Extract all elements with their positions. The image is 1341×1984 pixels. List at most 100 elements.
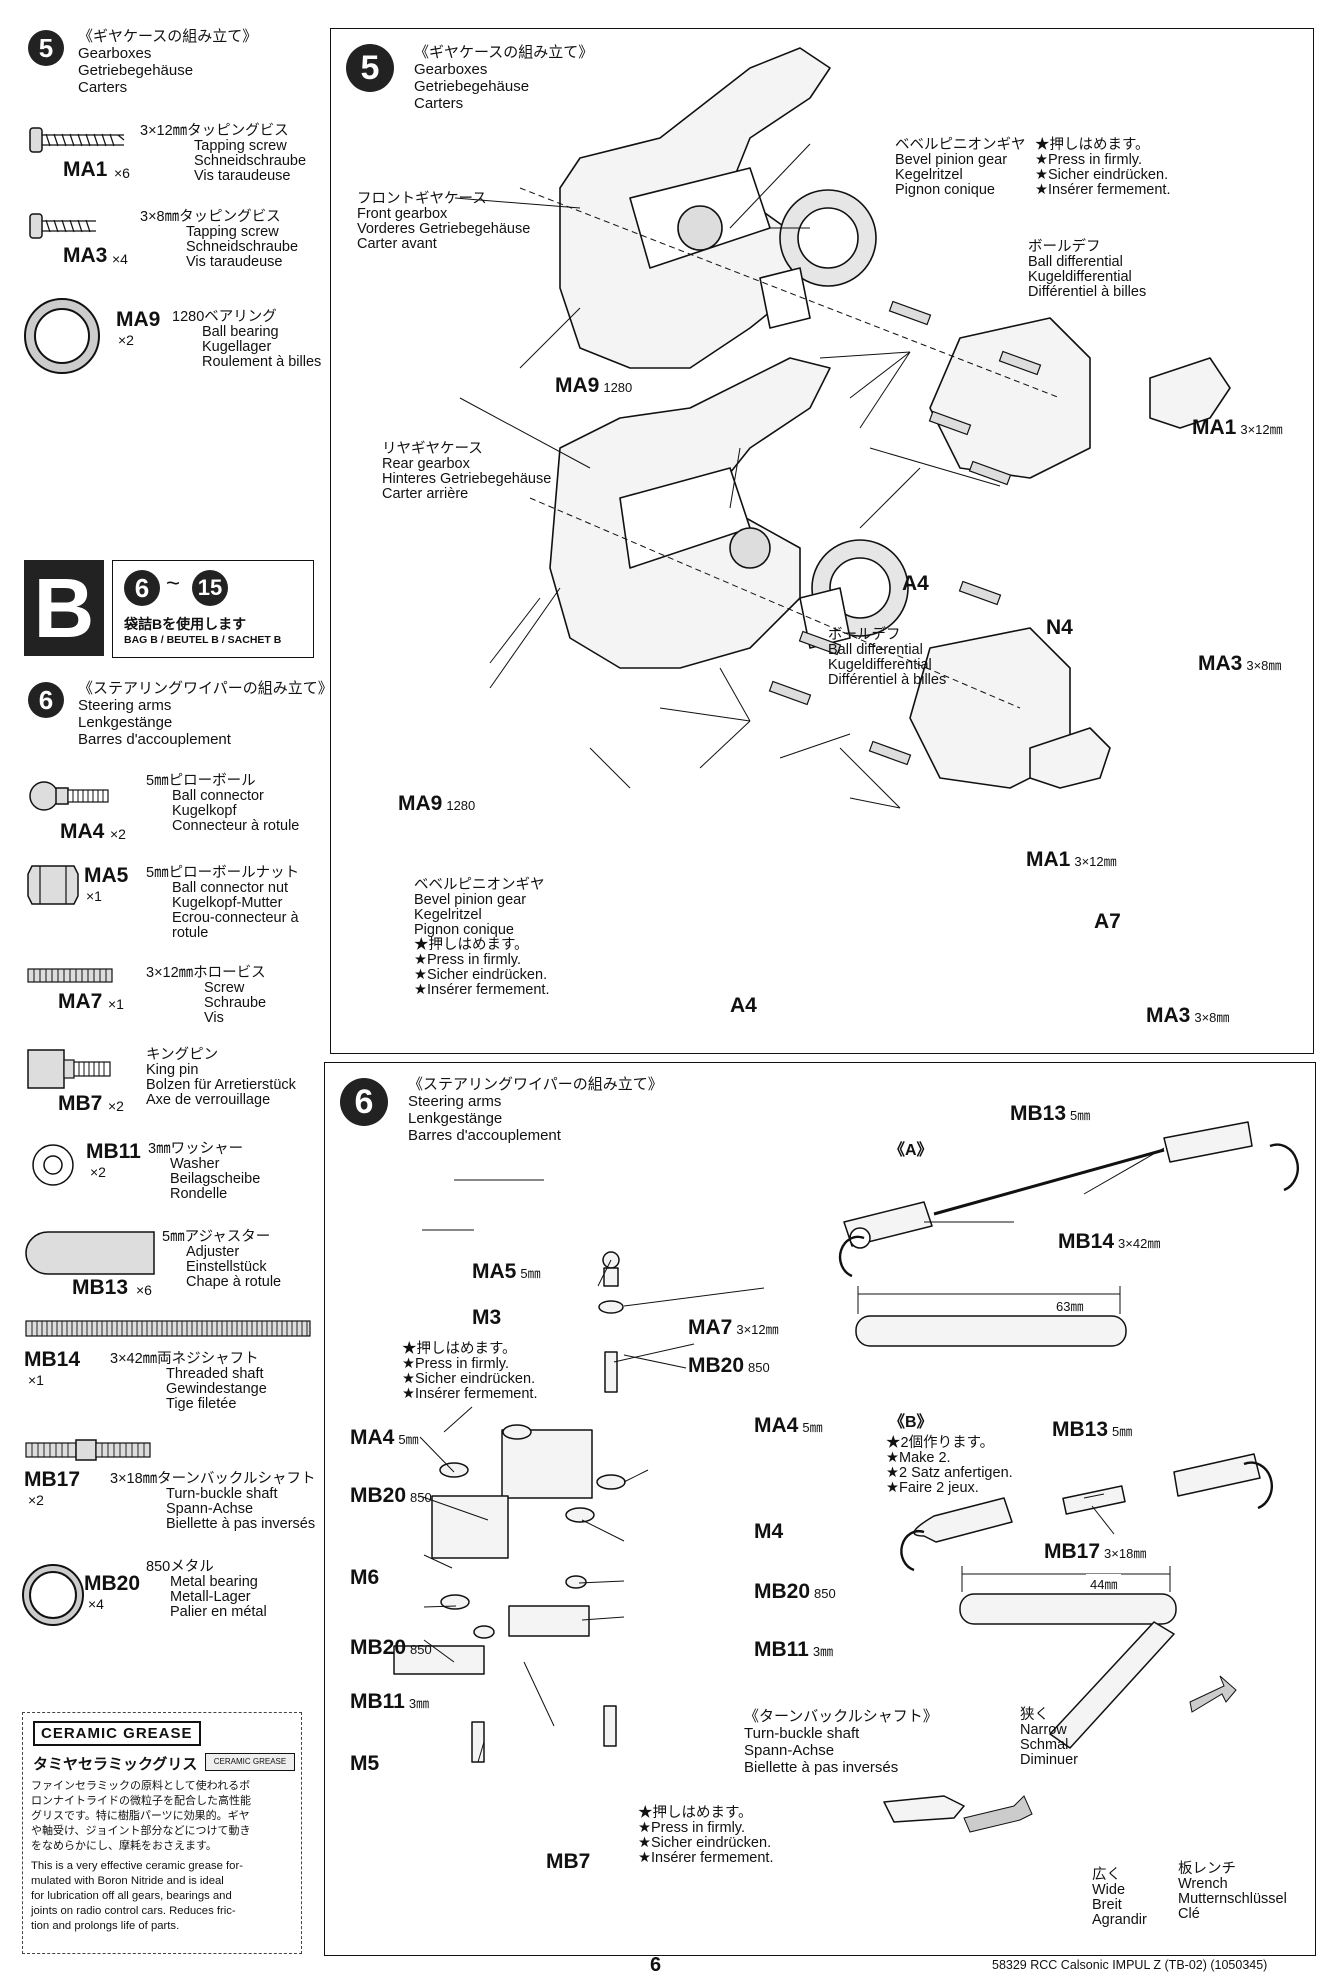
label-m5: M5 xyxy=(350,1752,380,1775)
label-m4: M4 xyxy=(754,1520,784,1543)
gearbox-assembly-diagram xyxy=(454,47,1231,809)
step-5-title: 《ギヤケースの組み立て》 Gearboxes Getriebegehäuse C… xyxy=(78,28,258,96)
label-m6: M6 xyxy=(350,1566,380,1589)
metal-bearing-icon xyxy=(22,1564,84,1626)
bag-letter: B xyxy=(24,560,104,656)
label-n4: N4 xyxy=(1046,616,1073,639)
document-code: 58329 RCC Calsonic IMPUL Z (TB-02) (1050… xyxy=(992,1958,1268,1972)
press-in-top-note: ★押しはめます。 ★Press in firmly. ★Sicher eindr… xyxy=(1035,137,1171,198)
grease-desc-en: This is a very effective ceramic grease … xyxy=(31,1860,243,1932)
step-5-badge: 5 xyxy=(28,30,64,66)
grease-name-jp: タミヤセラミックグリス xyxy=(33,1756,198,1773)
part-qty-ma9: ×2 xyxy=(118,332,134,348)
part-desc-ma4: 5㎜ピローボール Ball connector Kugelkopf Connec… xyxy=(146,773,300,834)
ball-diff-top-label: ボールデフ Ball differential Kugeldifferentia… xyxy=(1028,239,1147,300)
part-code-ma3: MA3 xyxy=(63,244,108,267)
label-m3: M3 xyxy=(472,1306,502,1329)
label-a4-top: A4 xyxy=(902,572,929,595)
bag-range-start: 6 xyxy=(124,570,160,606)
dim-63mm: 63㎜ xyxy=(1052,1296,1088,1315)
front-gearbox-label: フロントギヤケース Front gearbox Vorderes Getrieb… xyxy=(357,191,531,252)
part-code-ma7: MA7 xyxy=(58,990,103,1013)
part-qty-mb14: ×1 xyxy=(28,1372,44,1388)
bevel-pinion-top-label: ベベルピニオンギヤ Bevel pinion gear Kegelritzel … xyxy=(895,137,1026,198)
bag-range-sep: ~ xyxy=(166,570,181,597)
part-desc-mb14: 3×42㎜両ネジシャフト Threaded shaft Gewindestang… xyxy=(110,1351,267,1412)
part-desc-ma7: 3×12㎜ホロービス Screw Schraube Vis xyxy=(146,965,267,1026)
step-5-panel-badge: 5 xyxy=(346,44,394,92)
part-qty-ma4: ×2 xyxy=(110,826,126,842)
press-in-mid-note: ★押しはめます。 ★Press in firmly. ★Sicher eindr… xyxy=(402,1341,538,1402)
ceramic-grease-logo: CERAMIC GREASE xyxy=(33,1721,201,1746)
bag-info-box xyxy=(112,560,314,658)
ceramic-grease-box: CERAMIC GREASE タミヤセラミックグリス CERAMIC GREAS… xyxy=(22,1712,302,1954)
dim-44mm: 44㎜ xyxy=(1086,1574,1122,1593)
step-6-badge-left: 6 xyxy=(28,682,64,718)
label-a7: A7 xyxy=(1094,910,1121,933)
page-number: 6 xyxy=(650,1954,662,1976)
rear-gearbox-label: リヤギヤケース Rear gearbox Hinteres Getriebege… xyxy=(382,441,552,502)
tapping-screw-8mm-icon xyxy=(29,213,96,239)
wide-label: 広く Wide Breit Agrandir xyxy=(1092,1867,1147,1928)
washer-icon xyxy=(32,1144,74,1186)
part-code-mb14: MB14 xyxy=(24,1348,81,1371)
ball-connector-nut-icon xyxy=(27,865,79,905)
bag-range-end: 15 xyxy=(192,570,228,606)
part-qty-ma5: ×1 xyxy=(86,888,102,904)
part-code-mb7: MB7 xyxy=(58,1092,103,1115)
part-desc-mb11: 3㎜ワッシャー Washer Beilagscheibe Rondelle xyxy=(148,1141,261,1202)
adjuster-icon xyxy=(25,1231,155,1275)
part-qty-mb13: ×6 xyxy=(136,1282,152,1298)
narrow-label: 狭く Narrow Schmal Diminuer xyxy=(1020,1707,1079,1768)
section-b-label: 《B》 xyxy=(889,1414,933,1431)
part-qty-mb7: ×2 xyxy=(108,1098,124,1114)
make-two-note: ★2個作ります。 ★Make 2. ★2 Satz anfertigen. ★F… xyxy=(886,1435,1013,1496)
label-a4-bottom: A4 xyxy=(730,994,757,1017)
part-code-mb17: MB17 xyxy=(24,1468,81,1491)
part-qty-mb20: ×4 xyxy=(88,1596,104,1612)
grease-desc-jp: ファインセラミックの原料として使われるボ ロンナイトライドの微粒子を配合した高性… xyxy=(31,1780,251,1852)
bevel-pinion-bottom-label: ベベルピニオンギヤ Bevel pinion gear Kegelritzel … xyxy=(414,877,550,998)
part-desc-ma9: 1280ベアリング Ball bearing Kugellager Roulem… xyxy=(172,309,322,370)
part-code-ma5: MA5 xyxy=(84,864,129,887)
steering-arm-diagram xyxy=(393,1121,1299,1833)
ball-bearing-icon xyxy=(24,298,100,374)
hollow-screw-icon xyxy=(27,968,113,983)
step-6-panel xyxy=(324,1062,1316,1956)
part-qty-ma3: ×4 xyxy=(112,251,128,267)
wrench-label: 板レンチ Wrench Mutternschlüssel Clé xyxy=(1178,1861,1287,1922)
king-pin-icon xyxy=(27,1049,111,1089)
section-a-label: 《A》 xyxy=(889,1142,933,1159)
part-desc-mb17: 3×18㎜ターンバックルシャフト Turn-buckle shaft Spann… xyxy=(110,1471,316,1532)
press-in-low-note: ★押しはめます。 ★Press in firmly. ★Sicher eindr… xyxy=(638,1805,774,1866)
part-desc-mb20: 850メタル Metal bearing Metall-Lager Palier… xyxy=(146,1559,267,1620)
part-desc-ma5: 5㎜ピローボールナット Ball connector nut Kugelkopf… xyxy=(146,865,300,941)
part-qty-mb11: ×2 xyxy=(90,1164,106,1180)
turnbuckle-shaft-icon xyxy=(25,1439,151,1461)
part-code-ma9: MA9 xyxy=(116,308,161,331)
ball-connector-icon xyxy=(29,781,109,811)
bag-jp: 袋詰Bを使用します xyxy=(124,616,247,632)
step-5-panel xyxy=(330,28,1314,1054)
part-desc-mb7: キングピン King pin Bolzen für Arretierstück … xyxy=(146,1047,296,1108)
part-code-mb11: MB11 xyxy=(86,1140,141,1163)
step-6-panel-badge: 6 xyxy=(340,1078,388,1126)
step-6-title-left: 《ステアリングワイパーの組み立て》 Steering arms Lenkgest… xyxy=(78,680,333,748)
